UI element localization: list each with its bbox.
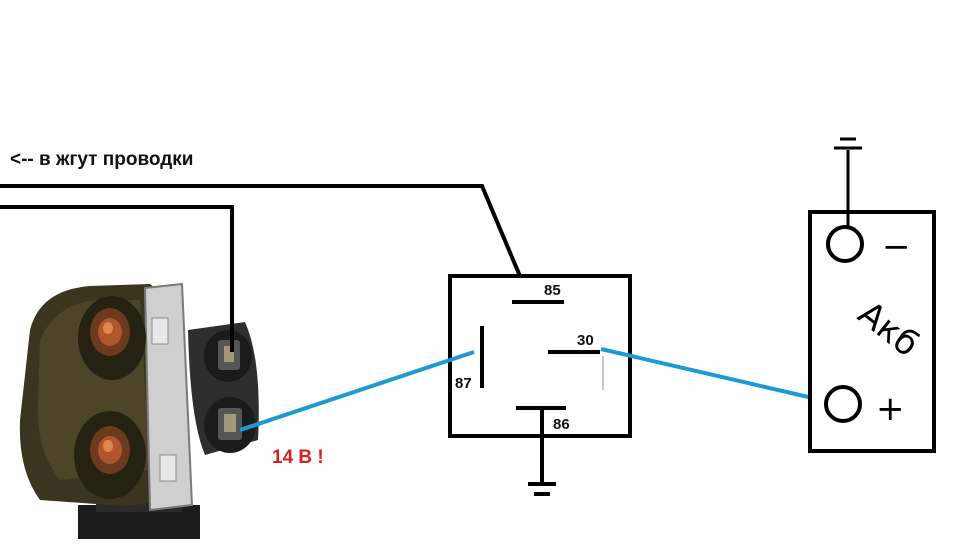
battery-plus-sign: +: [876, 389, 905, 429]
blue-wires: [239, 347, 831, 432]
pin-label-85: 85: [544, 282, 561, 299]
battery-positive-terminal: [824, 385, 862, 423]
warning-label: 14 В !: [272, 447, 324, 468]
wire-to-pin-85: [0, 184, 532, 301]
ignition-coil-icon: [19, 282, 259, 539]
wire-87-to-coil: [239, 350, 475, 432]
pin-label-86: 86: [553, 416, 570, 433]
wire-30-to-battery: [600, 347, 831, 404]
ground-icon: [528, 408, 556, 496]
battery-minus-sign: −: [882, 227, 911, 267]
battery: − + Акб: [808, 137, 936, 453]
pin-label-87: 87: [455, 375, 472, 392]
wire-to-coil: [0, 205, 234, 352]
pin-label-30: 30: [577, 332, 594, 349]
battery-negative-terminal: [826, 225, 864, 263]
harness-wires: [0, 184, 532, 352]
harness-label: <-- в жгут проводки: [10, 149, 193, 170]
